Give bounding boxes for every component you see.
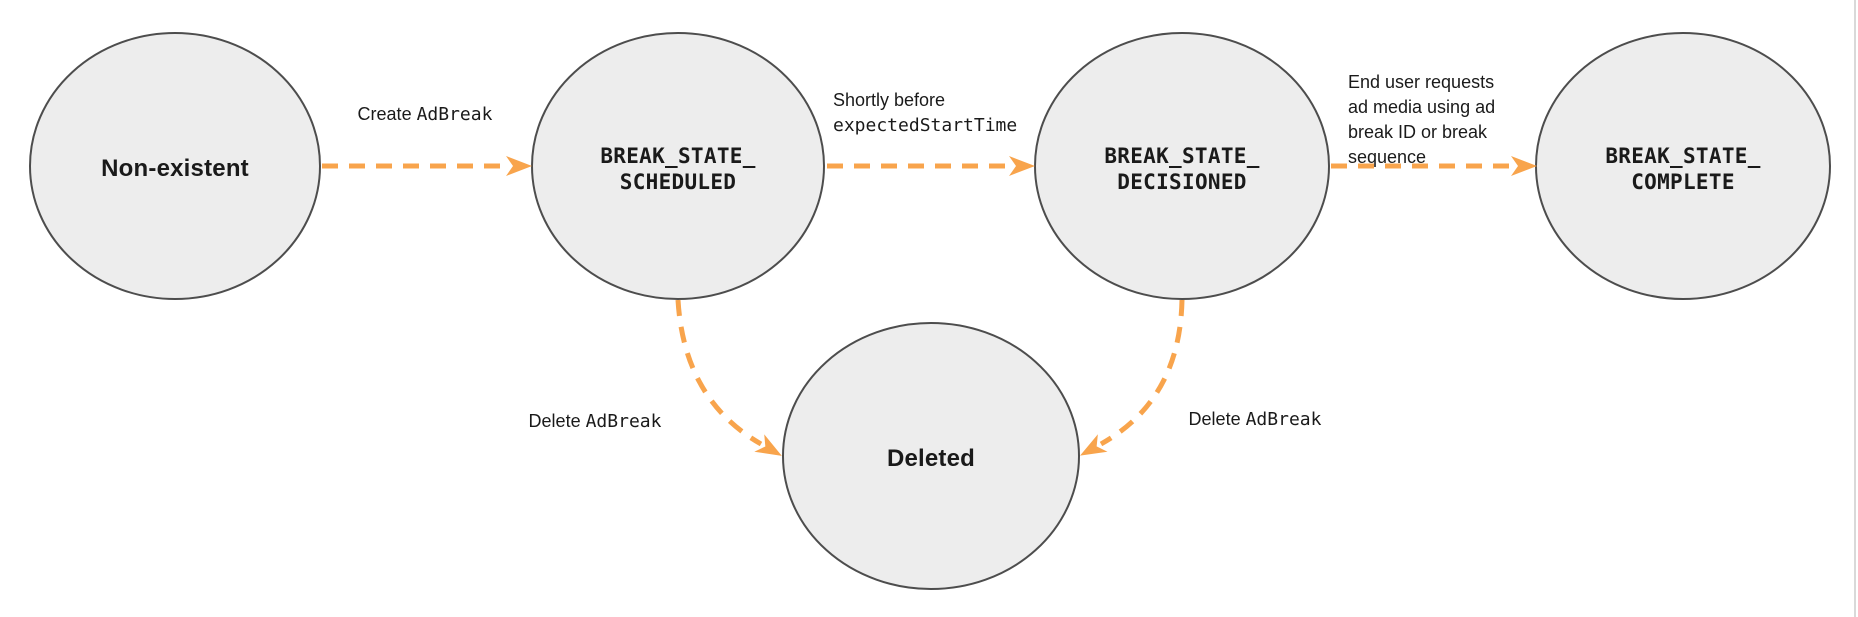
label-text: Delete	[528, 411, 586, 431]
state-circle-break-state-decisioned	[1034, 32, 1330, 300]
state-circle-break-state-scheduled	[531, 32, 825, 300]
state-name-line2: COMPLETE	[1631, 170, 1735, 194]
label-code-text: AdBreak	[416, 104, 493, 125]
state-circle-deleted	[782, 322, 1080, 590]
state-name-line2: DECISIONED	[1117, 170, 1247, 194]
state-label-deleted: Deleted	[781, 421, 1081, 497]
state-name-line1: BREAK_STATE_	[600, 144, 756, 168]
transition-label-delete-adbreak-left: Delete AdBreak	[495, 409, 695, 434]
transition-label-end-user-requests: End user requests ad media using ad brea…	[1348, 45, 1495, 170]
state-label-break-state-scheduled: BREAK_STATE_ SCHEDULED	[528, 131, 828, 207]
label-code-text: expectedStartTime	[833, 115, 1018, 136]
state-name-line2: SCHEDULED	[619, 170, 737, 194]
transition-label-shortly-before: Shortly before expectedStartTime	[833, 88, 1017, 138]
state-name: Non-existent	[101, 155, 249, 182]
label-text: Create	[357, 104, 417, 124]
state-name-line1: BREAK_STATE_	[1605, 144, 1761, 168]
label-code-text: AdBreak	[585, 411, 662, 432]
label-text: End user requests ad media using ad brea…	[1348, 72, 1496, 167]
label-text: Delete	[1188, 409, 1246, 429]
state-label-break-state-decisioned: BREAK_STATE_ DECISIONED	[1032, 131, 1332, 207]
transition-arrow-delete-adbreak-right	[1080, 299, 1185, 456]
state-name-line1: BREAK_STATE_	[1104, 144, 1260, 168]
transition-label-create-adbreak: Create AdBreak	[300, 102, 550, 127]
state-circle-non-existent	[29, 32, 321, 300]
transition-label-delete-adbreak-right: Delete AdBreak	[1155, 407, 1355, 432]
transition-arrow-delete-adbreak-left	[675, 299, 782, 456]
state-label-break-state-complete: BREAK_STATE_ COMPLETE	[1533, 131, 1833, 207]
state-label-non-existent: Non-existent	[25, 131, 325, 207]
state-name: Deleted	[886, 445, 976, 472]
label-code-text: AdBreak	[1245, 409, 1322, 430]
label-text: Shortly before	[833, 90, 946, 110]
